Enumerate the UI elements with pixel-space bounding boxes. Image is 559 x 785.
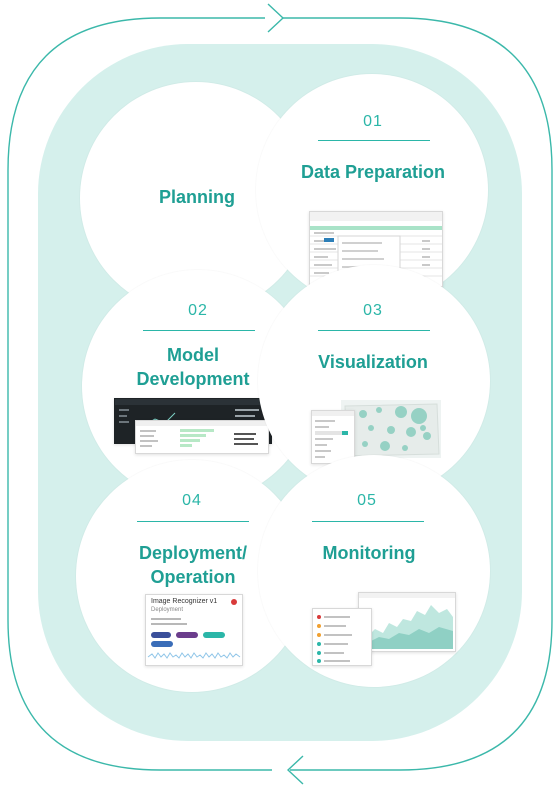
step-title-model-development-line2: Development bbox=[136, 369, 250, 389]
monitoring-list-sketch bbox=[317, 615, 352, 663]
step-title-monitoring: Monitoring bbox=[322, 543, 416, 563]
map-filter-panel-thumbnail bbox=[311, 410, 355, 464]
chevron-right-icon bbox=[267, 3, 285, 33]
deployment-card-sketch bbox=[147, 618, 241, 659]
step-number: 02 bbox=[188, 302, 208, 319]
step-number: 03 bbox=[363, 302, 383, 319]
monitoring-chart-thumbnail bbox=[358, 592, 456, 652]
model-metrics-sketch bbox=[136, 421, 268, 447]
step-number: 01 bbox=[363, 113, 383, 130]
step-title-visualization: Visualization bbox=[318, 352, 428, 372]
step-title-data-preparation: Data Preparation bbox=[300, 162, 446, 182]
step-circle-monitoring bbox=[258, 455, 490, 687]
model-dashboard-thumbnail-front bbox=[135, 420, 269, 454]
step-title-planning: Planning bbox=[159, 187, 235, 207]
step-divider bbox=[312, 521, 424, 522]
deployment-card-subtitle: Deployment bbox=[151, 607, 184, 613]
step-number: 04 bbox=[182, 492, 202, 509]
monitoring-list-thumbnail bbox=[312, 608, 372, 666]
area-chart-sketch bbox=[359, 593, 455, 649]
step-divider bbox=[318, 330, 430, 331]
step-number: 05 bbox=[357, 492, 377, 509]
step-divider bbox=[143, 330, 255, 331]
step-title-model-development-line1: Model bbox=[167, 345, 219, 365]
step-title-deployment-line1: Deployment/ bbox=[138, 543, 248, 563]
step-divider bbox=[137, 521, 249, 522]
deployment-card-title: Image Recognizer v1 bbox=[151, 598, 218, 605]
status-dot-icon bbox=[231, 599, 237, 605]
step-title-deployment-line2: Operation bbox=[150, 567, 236, 587]
chevron-left-icon bbox=[286, 755, 304, 785]
filter-panel-sketch bbox=[312, 411, 354, 458]
map-visualization-thumbnail bbox=[341, 400, 441, 458]
deployment-card-thumbnail: Image Recognizer v1 Deployment bbox=[145, 594, 243, 666]
bubble-map-sketch bbox=[344, 403, 440, 457]
step-divider bbox=[318, 140, 430, 141]
